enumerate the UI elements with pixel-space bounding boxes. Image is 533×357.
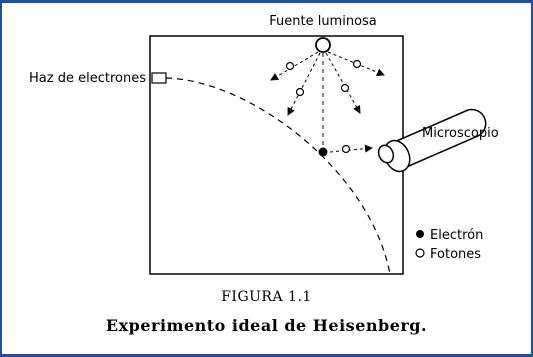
figure-caption: Experimento ideal de Heisenberg. xyxy=(105,316,428,335)
photon xyxy=(352,59,362,69)
experiment-box xyxy=(149,35,404,275)
electron-trajectory xyxy=(165,77,391,275)
photon xyxy=(285,61,295,71)
microscope xyxy=(377,108,487,173)
electron-beam-source xyxy=(151,72,167,84)
legend-photon-marker xyxy=(415,248,425,258)
photon-ray xyxy=(329,144,373,153)
light-source xyxy=(315,37,331,53)
window-border-bottom xyxy=(0,354,533,357)
photon-ray xyxy=(270,51,319,81)
electron xyxy=(318,147,328,157)
electron-beam-label: Haz de electrones xyxy=(29,71,146,86)
microscope-label: Microscopio xyxy=(422,126,499,141)
legend: Electrón Fotones xyxy=(415,228,483,262)
photon xyxy=(341,144,351,154)
photon xyxy=(295,87,305,97)
light-source-label: Fuente luminosa xyxy=(269,14,377,29)
window-border-right xyxy=(531,0,533,357)
legend-electron-marker xyxy=(416,230,424,238)
photon xyxy=(340,83,350,93)
legend-electron-label: Electrón xyxy=(430,228,483,243)
legend-photons-label: Fotones xyxy=(430,247,481,262)
photons xyxy=(285,59,362,154)
figure-number: FIGURA 1.1 xyxy=(221,289,312,305)
window-border-left xyxy=(0,0,2,357)
photon-ray xyxy=(287,52,321,116)
microscope-lens xyxy=(377,144,395,164)
microscope-tube xyxy=(391,108,487,170)
window-border-top xyxy=(0,0,533,3)
